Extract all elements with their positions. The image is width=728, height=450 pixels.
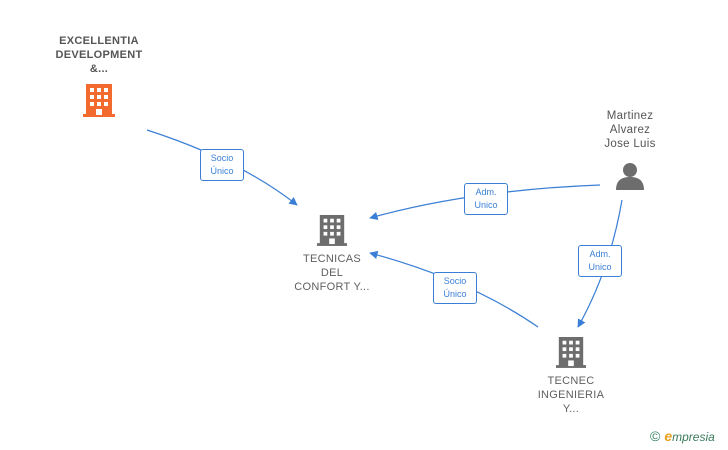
- node-tecnicas-label: TECNICAS DEL CONFORT Y...: [282, 252, 382, 294]
- edge-label-line: Unico: [588, 262, 612, 272]
- node-tecnicas[interactable]: TECNICAS DEL CONFORT Y...: [282, 212, 382, 294]
- building-icon: [83, 84, 115, 117]
- node-excellentia-label: EXCELLENTIA DEVELOPMENT &...: [40, 34, 158, 76]
- edge-label-adm-unico: Adm. Unico: [578, 245, 622, 277]
- edge-label-line: Socio: [443, 276, 467, 286]
- node-label-line: TECNEC: [547, 375, 595, 387]
- node-label-line: Martinez: [606, 110, 654, 122]
- node-label-line: DEVELOPMENT: [55, 49, 143, 61]
- building-icon: [556, 337, 586, 368]
- edge-label-line: Adm.: [589, 249, 611, 259]
- node-label-line: Jose Luis: [604, 138, 656, 150]
- edge-label-line: Único: [210, 166, 234, 176]
- node-label-line: TECNICAS: [302, 253, 362, 265]
- brand-initial: e: [664, 428, 673, 444]
- node-label-line: DEL: [320, 267, 344, 279]
- edge-label-line: Único: [443, 289, 467, 299]
- building-icon: [317, 215, 347, 246]
- edge-label-line: Socio: [210, 153, 234, 163]
- copyright-icon: ©: [650, 428, 661, 444]
- node-tecnec[interactable]: TECNEC INGENIERIA Y...: [521, 334, 621, 416]
- edge-label-socio-unico: Socio Único: [433, 272, 477, 304]
- brand-name: mpresia: [672, 430, 715, 444]
- brand-watermark: ©empresia: [650, 428, 715, 444]
- node-martinez-label: Martinez Alvarez Jose Luis: [584, 109, 676, 151]
- edge-label-adm-unico: Adm. Unico: [464, 183, 508, 215]
- node-martinez[interactable]: Martinez Alvarez Jose Luis: [584, 109, 676, 191]
- node-label-line: &...: [89, 63, 109, 75]
- node-excellentia[interactable]: EXCELLENTIA DEVELOPMENT &...: [40, 34, 158, 118]
- edge-label-socio-unico: Socio Único: [200, 149, 244, 181]
- edge-label-line: Unico: [474, 200, 498, 210]
- node-label-line: EXCELLENTIA: [59, 35, 139, 47]
- node-label-line: Y...: [562, 403, 580, 415]
- node-label-line: INGENIERIA: [537, 389, 605, 401]
- person-icon: [616, 163, 644, 190]
- node-label-line: Alvarez: [609, 124, 651, 136]
- node-label-line: CONFORT Y...: [294, 281, 370, 293]
- edge-label-line: Adm.: [475, 187, 497, 197]
- node-tecnec-label: TECNEC INGENIERIA Y...: [521, 374, 621, 416]
